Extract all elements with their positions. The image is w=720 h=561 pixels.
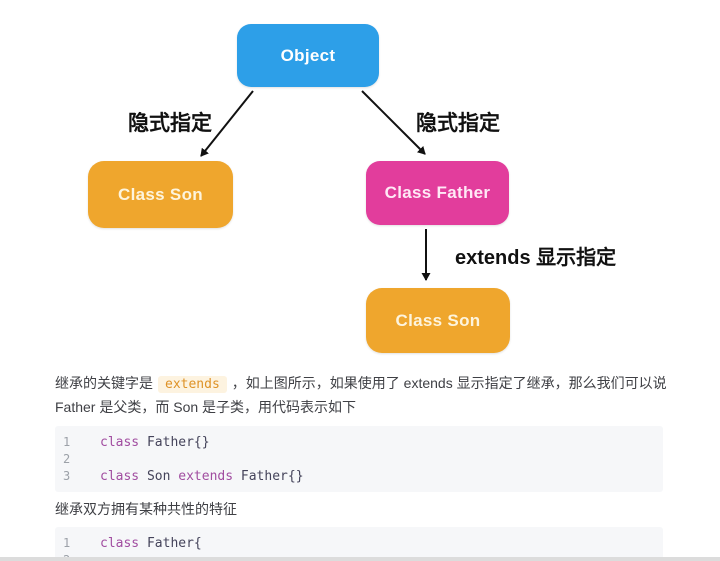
line-number: 3 — [63, 469, 71, 483]
code-block-extends-example: 1 class Father{} 2 3 class Son extends Fathe… — [55, 426, 663, 492]
code-line: 1 class Father{} — [55, 434, 663, 451]
code-text: class Son extends Father{} — [100, 469, 304, 484]
code-text: class Father{} — [100, 435, 210, 450]
bottom-edge-divider — [0, 557, 720, 561]
code-line: 1 class Father{ — [55, 535, 663, 552]
implicit-label-left: 隐式指定 — [128, 112, 212, 135]
class-father-label: Class Father — [384, 183, 491, 202]
code-text: class Father{ — [100, 536, 202, 551]
class-son-top-label: Class Son — [118, 184, 203, 204]
object-node-label: Object — [280, 45, 336, 65]
class-son-node-top: Class Son — [88, 161, 233, 228]
code-line: 3 class Son extends Father{} — [55, 468, 663, 485]
paragraph-text-part1: 继承的关键字是 — [55, 375, 153, 391]
implicit-label-right: 隐式指定 — [416, 112, 500, 135]
line-number: 1 — [63, 536, 71, 550]
paragraph-text-part2: ，如上图所示，如果使用了 extends 显示指定了继承，那么我们可以说 Fat… — [55, 375, 667, 415]
code-line: 2 — [55, 451, 663, 468]
object-node: Object — [237, 24, 379, 87]
inline-code-extends: extends — [158, 376, 227, 393]
class-son-bottom-label: Class Son — [395, 310, 481, 330]
line-number: 2 — [63, 452, 71, 466]
extends-explicit-label: extends 显示指定 — [455, 247, 617, 269]
inheritance-paragraph: 继承的关键字是 extends，如上图所示，如果使用了 extends 显示指定了… — [55, 372, 673, 418]
class-father-node: Class Father — [366, 161, 509, 225]
line-number: 1 — [63, 435, 71, 449]
class-son-node-bottom: Class Son — [366, 288, 510, 353]
commonality-subheading: 继承双方拥有某种共性的特征 — [55, 501, 237, 517]
